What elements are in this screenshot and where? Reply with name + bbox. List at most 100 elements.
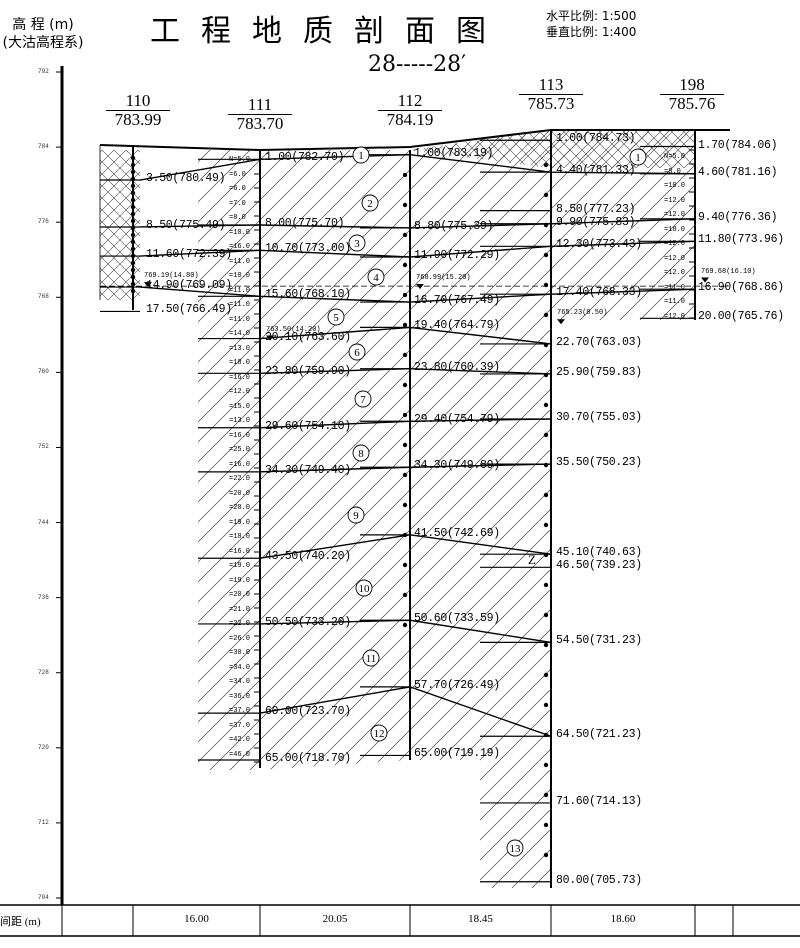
y-tick-label: 736 xyxy=(38,593,49,601)
y-tick-label: 704 xyxy=(38,894,49,901)
spacing-value: 18.45 xyxy=(468,913,493,925)
borehole-elevation: 784.19 xyxy=(378,110,442,129)
sample-dot xyxy=(543,162,549,168)
depth-label: 1.00(784.73) xyxy=(556,132,636,146)
layer-boundary xyxy=(259,619,552,644)
spt-value: =22.0 xyxy=(229,620,251,628)
spt-value: =11.0 xyxy=(664,283,686,292)
fill-zone-b xyxy=(260,150,410,770)
spt-value: =11.0 xyxy=(229,257,251,266)
y-tick-label: 728 xyxy=(38,668,49,676)
y-tick-label: 744 xyxy=(38,518,49,526)
spt-value: =37.0 xyxy=(229,721,251,730)
depth-label: 1.00(783.19) xyxy=(414,146,494,160)
y-axis-title-line1: 高 程 (m) xyxy=(12,17,74,33)
spt-value: =20.0 xyxy=(229,504,251,512)
spacing-value: 16.00 xyxy=(184,913,209,925)
layer-number: 10 xyxy=(359,583,371,595)
depth-label: 23.80(759.90) xyxy=(265,365,351,379)
sample-dot xyxy=(402,502,408,508)
spt-value: =37.0 xyxy=(229,707,251,715)
spt-value: =12.0 xyxy=(664,211,686,219)
layer-number-circle xyxy=(352,146,370,164)
sample-dot xyxy=(543,762,549,768)
spt-value: =46.0 xyxy=(229,750,251,759)
spt-value: =12.0 xyxy=(664,240,686,248)
depth-label: 8.50(777.23) xyxy=(556,202,636,216)
spt-value: =14.0 xyxy=(229,330,251,338)
depth-label: 4.40(781.33) xyxy=(556,164,636,178)
sample-dot xyxy=(402,352,408,358)
borehole-elevation: 783.99 xyxy=(106,110,170,129)
sample-dot xyxy=(543,522,549,528)
ground-surface xyxy=(99,129,730,152)
spt-value: =11.0 xyxy=(229,286,251,295)
spt-value: =12.0 xyxy=(664,196,686,205)
spt-value: =7.0 xyxy=(229,199,246,208)
depth-label: 20.10(763.60) xyxy=(265,330,351,344)
sample-dot xyxy=(402,322,408,328)
depth-label: 50.50(733.20) xyxy=(265,615,351,629)
depth-label: 1.70(784.06) xyxy=(698,138,778,152)
depth-label: 43.50(740.20) xyxy=(265,550,351,564)
depth-label: 15.60(768.10) xyxy=(265,288,351,302)
sample-dot xyxy=(543,792,549,798)
borehole-elevation: 785.76 xyxy=(660,94,724,113)
sample-dot xyxy=(402,622,408,628)
sample-dot xyxy=(130,183,136,189)
depth-label: 8.50(775.49) xyxy=(146,218,226,232)
spt-value: =21.0 xyxy=(229,605,251,614)
spt-value: =6.0 xyxy=(229,185,246,193)
depth-label: 11.80(773.96) xyxy=(698,233,784,247)
spt-value: =19.0 xyxy=(229,562,251,570)
depth-label: 65.00(718.70) xyxy=(265,752,351,766)
layer-number: 11 xyxy=(366,653,377,665)
spt-value: =6.0 xyxy=(229,170,246,179)
sample-dot xyxy=(130,155,136,161)
fill-zone-110 xyxy=(100,150,140,300)
water-level-icon xyxy=(416,283,424,289)
sample-dot xyxy=(402,382,408,388)
sample-dot xyxy=(130,204,136,210)
fault-label: Z xyxy=(528,552,536,567)
depth-label: 30.70(755.03) xyxy=(556,411,642,424)
sample-dot xyxy=(130,211,136,217)
depth-label: 8.80(775.39) xyxy=(414,219,494,233)
depth-label: 17.50(766.49) xyxy=(146,303,232,317)
depth-label: 8.00(775.70) xyxy=(265,216,345,230)
sample-dot xyxy=(402,172,408,178)
spt-value: =8.0 xyxy=(664,167,681,176)
spt-value: =16.0 xyxy=(229,431,251,440)
sample-dot xyxy=(402,292,408,298)
spt-value: =12.0 xyxy=(664,269,686,277)
sample-dot xyxy=(130,288,136,294)
depth-label: 60.00(723.70) xyxy=(265,705,351,719)
sample-dot xyxy=(130,267,136,273)
depth-label: 57.70(726.49) xyxy=(414,678,500,692)
sample-dot xyxy=(402,262,408,268)
water-level-icon xyxy=(557,319,565,325)
borehole-id: 113 xyxy=(538,75,564,94)
depth-label: 34.30(749.40) xyxy=(265,463,351,477)
layer-boundary xyxy=(259,418,552,429)
sample-dot xyxy=(130,274,136,280)
depth-label: 3.50(780.49) xyxy=(146,172,226,186)
depth-label: 20.00(765.76) xyxy=(698,310,784,324)
spacing-value: 18.60 xyxy=(610,913,636,925)
spt-value: =18.0 xyxy=(664,225,686,234)
water-level-label: 763.50(14.20) xyxy=(266,325,321,334)
depth-label: 12.30(773.43) xyxy=(556,238,642,252)
spt-value: =12.0 xyxy=(664,254,686,263)
sample-dot xyxy=(543,492,549,498)
depth-label: 4.60(781.16) xyxy=(698,165,778,179)
spt-value: =16.0 xyxy=(229,547,251,556)
fill-zone-c xyxy=(410,130,551,888)
spt-value: =22.0 xyxy=(229,475,251,483)
sample-dot xyxy=(402,202,408,208)
layer-boundary xyxy=(259,326,552,345)
spt-value: =13.0 xyxy=(229,417,251,425)
y-tick-label: 712 xyxy=(38,818,49,826)
